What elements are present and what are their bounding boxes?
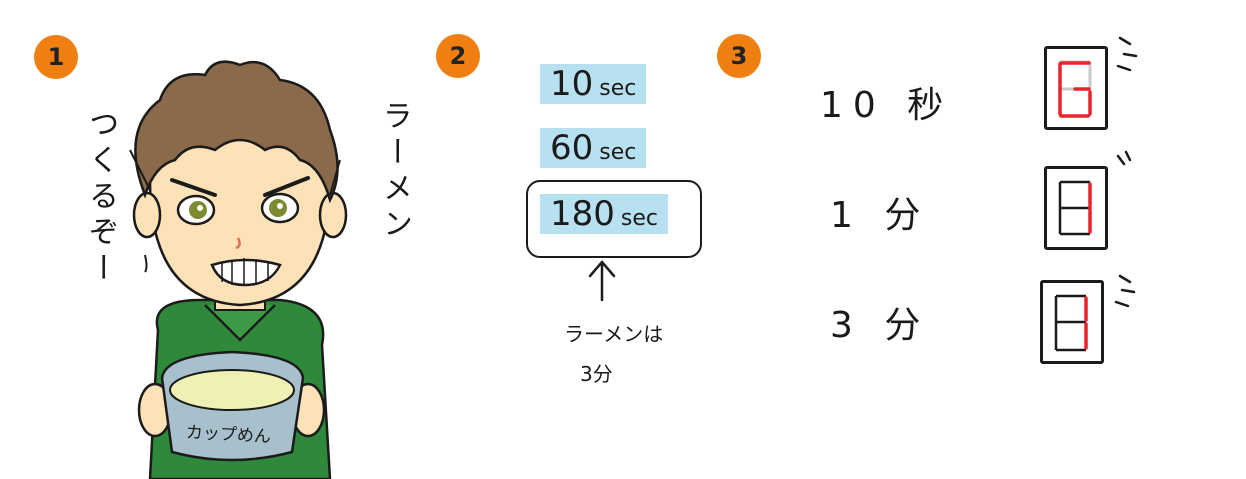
selected-timer-frame xyxy=(526,180,702,258)
label-1-fun: 1 分 xyxy=(830,195,931,236)
timer-value: 10 xyxy=(550,64,594,104)
up-arrow xyxy=(588,260,616,302)
step-1-badge: 1 xyxy=(34,35,78,79)
panel-3: 10 秒 1 分 3 分 xyxy=(780,0,1246,479)
note-3min: 3分 xyxy=(580,362,613,386)
step-2-badge: 2 xyxy=(436,34,480,78)
label-3-fun: 3 分 xyxy=(830,305,931,346)
timer-option-180sec[interactable]: 180 sec xyxy=(540,194,668,234)
hair xyxy=(134,60,339,204)
timer-option-10sec[interactable]: 10 sec xyxy=(540,64,647,104)
note-ramen-wa: ラーメンは xyxy=(564,322,664,346)
soup xyxy=(169,369,295,411)
character-illustration xyxy=(129,60,348,479)
speech-ramen: ラーメン xyxy=(377,100,412,244)
timer-value: 180 xyxy=(550,194,615,234)
timer-unit: sec xyxy=(599,76,637,101)
timer-value: 60 xyxy=(550,128,594,168)
label-10-byo: 10 秒 xyxy=(820,85,954,126)
panel-2: 10 sec 60 sec 180 sec ラーメンは 3分 xyxy=(430,0,720,479)
timer-unit: sec xyxy=(620,206,658,231)
bowl-label: カップめん xyxy=(185,422,272,448)
panel-1: つくるぞー ラーメン カップめん xyxy=(0,0,420,479)
timer-option-60sec[interactable]: 60 sec xyxy=(540,128,647,168)
timer-unit: sec xyxy=(599,140,637,165)
segment-details xyxy=(1054,36,1138,352)
collar xyxy=(204,304,276,342)
speech-tsukuruzo: つくるぞー xyxy=(83,108,118,288)
step-3-badge: 3 xyxy=(717,34,761,78)
